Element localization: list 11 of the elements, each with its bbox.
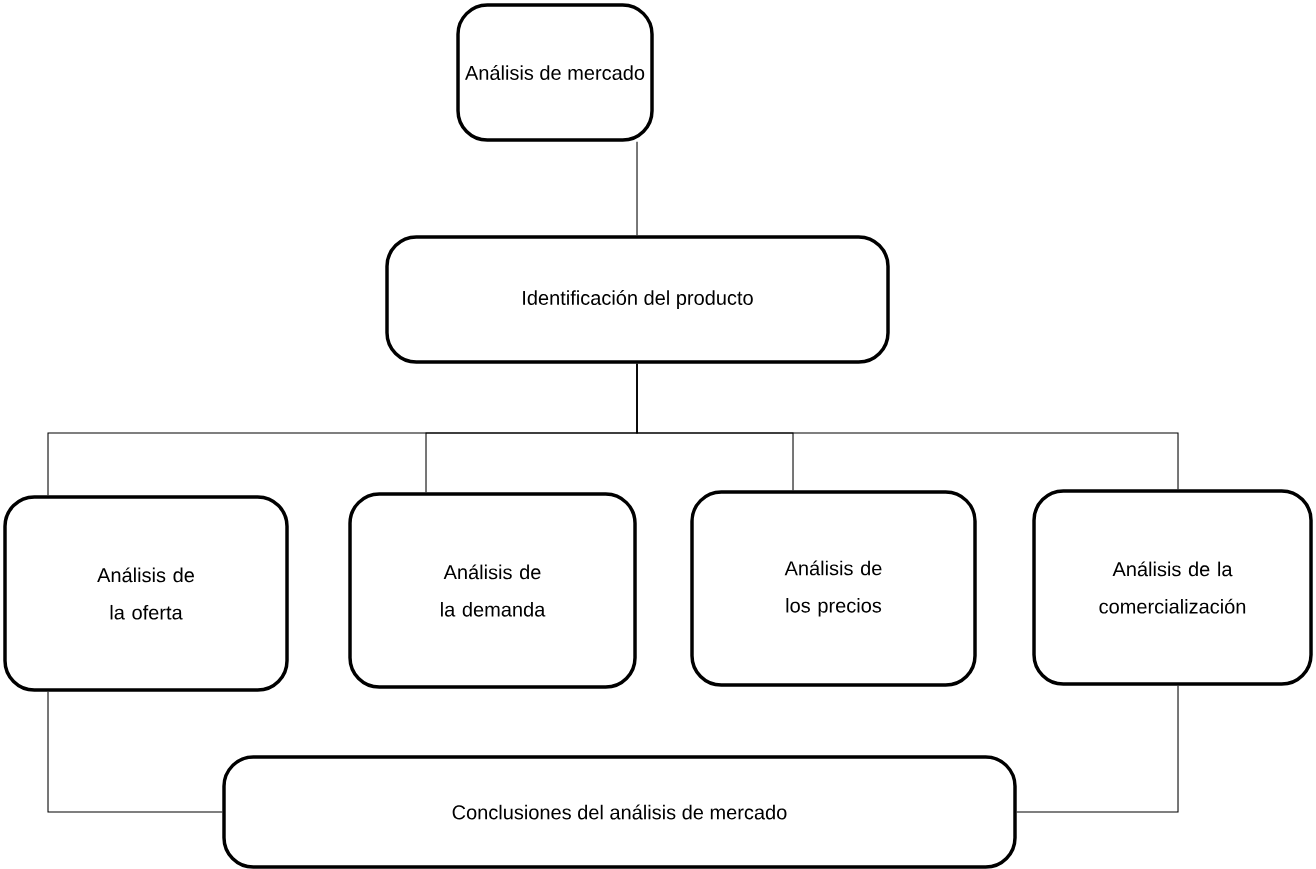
rounded-box: Análisis de la comercialización <box>1032 489 1313 686</box>
rounded-box: Análisis de los precios <box>690 490 977 687</box>
connector-line <box>1016 685 1179 813</box>
connector-line <box>47 691 223 813</box>
rounded-box: Análisis de la oferta <box>3 495 289 692</box>
rounded-box: Análisis de la demanda <box>348 492 637 689</box>
rounded-box: Análisis de mercado <box>456 3 654 142</box>
rounded-box: Identificación del producto <box>385 235 890 364</box>
connector-line <box>636 363 1179 490</box>
rounded-box: Conclusiones del análisis de mercado <box>222 755 1017 869</box>
connector-line <box>636 141 638 236</box>
